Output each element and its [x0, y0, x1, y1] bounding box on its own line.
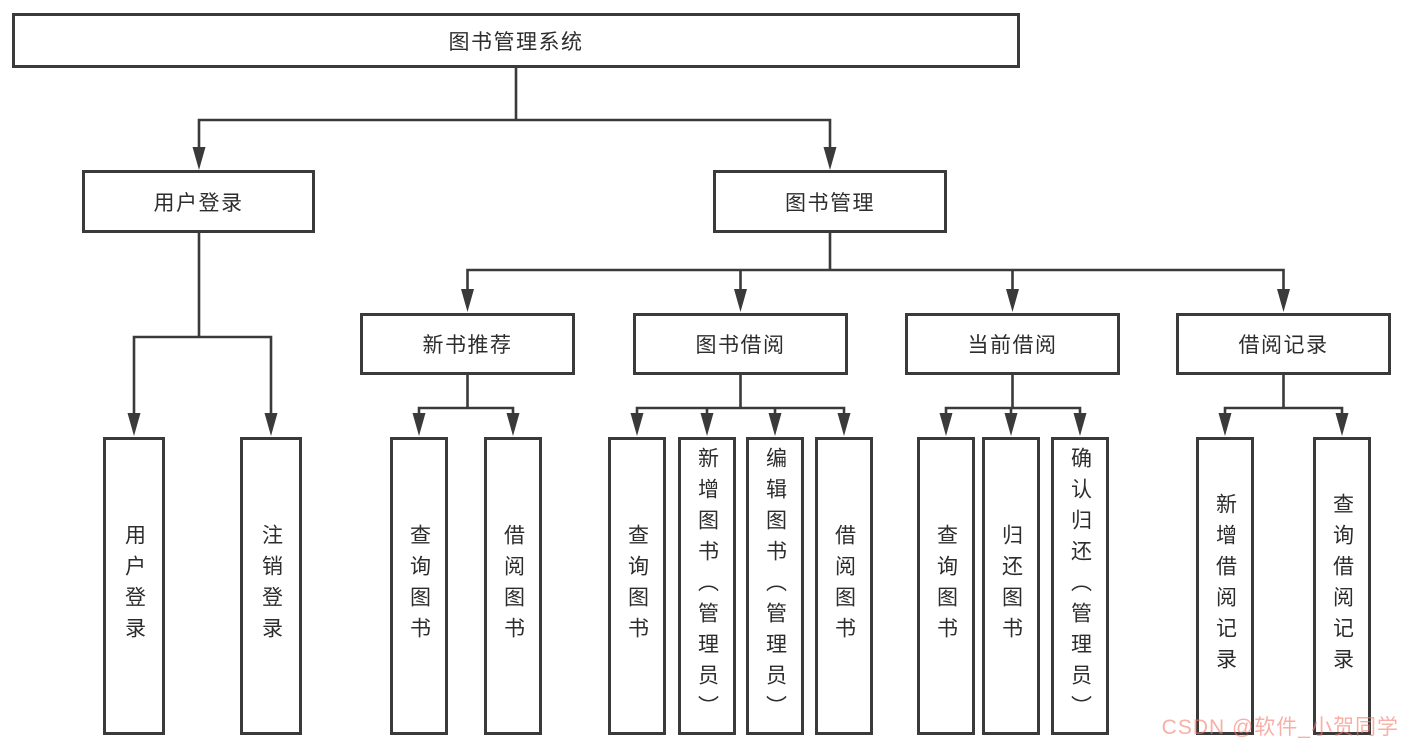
connector-book-borrow-group [630, 373, 851, 436]
leaf-add-borrow-record-label: 新增借阅记录 [1213, 493, 1237, 679]
leaf-confirm-return-admin-label: 确认归还（管理员） [1068, 446, 1092, 726]
leaf-borrow-books-recommend: 借阅图书 [484, 437, 542, 735]
connector-user-login-group [127, 231, 278, 436]
node-borrow-records-label: 借阅记录 [1238, 334, 1329, 357]
node-user-login-label: 用户登录 [153, 191, 244, 215]
leaf-logout-label: 注销登录 [259, 524, 283, 648]
leaf-add-book-admin-label: 新增图书（管理员） [695, 446, 719, 726]
leaf-edit-book-admin: 编辑图书（管理员） [746, 437, 804, 735]
leaf-query-books-recommend-label: 查询图书 [407, 524, 431, 648]
node-book-management: 图书管理 [713, 170, 947, 233]
connector-new-book-group [412, 373, 520, 436]
leaf-user-login: 用户登录 [103, 437, 165, 735]
leaf-query-borrow-record: 查询借阅记录 [1313, 437, 1371, 735]
leaf-query-borrow-record-label: 查询借阅记录 [1330, 493, 1354, 679]
leaf-return-book: 归还图书 [982, 437, 1040, 735]
leaf-return-book-label: 归还图书 [999, 524, 1023, 648]
connector-root-to-level2 [192, 66, 837, 170]
leaf-borrow-books-recommend-label: 借阅图书 [501, 524, 525, 648]
leaf-user-login-label: 用户登录 [122, 524, 146, 648]
leaf-query-books-current: 查询图书 [917, 437, 975, 735]
leaf-edit-book-admin-label: 编辑图书（管理员） [763, 446, 787, 726]
leaf-query-books-borrow: 查询图书 [608, 437, 666, 735]
leaf-borrow-books-label: 借阅图书 [832, 524, 856, 648]
node-user-login: 用户登录 [82, 170, 315, 233]
node-current-borrow: 当前借阅 [905, 313, 1120, 375]
node-book-borrow: 图书借阅 [633, 313, 848, 375]
leaf-logout: 注销登录 [240, 437, 302, 735]
leaf-query-books-borrow-label: 查询图书 [625, 524, 649, 648]
leaf-add-borrow-record: 新增借阅记录 [1196, 437, 1254, 735]
node-library-system: 图书管理系统 [12, 13, 1020, 68]
leaf-borrow-books: 借阅图书 [815, 437, 873, 735]
connector-borrow-records-group [1218, 373, 1349, 436]
node-current-borrow-label: 当前借阅 [967, 334, 1058, 357]
node-new-book-recommend: 新书推荐 [360, 313, 575, 375]
leaf-add-book-admin: 新增图书（管理员） [678, 437, 736, 735]
node-borrow-records: 借阅记录 [1176, 313, 1391, 375]
leaf-query-books-recommend: 查询图书 [390, 437, 448, 735]
node-book-borrow-label: 图书借阅 [695, 334, 786, 357]
node-book-management-label: 图书管理 [785, 191, 875, 215]
node-library-system-label: 图书管理系统 [448, 30, 584, 54]
connector-book-mgmt-to-level3 [461, 231, 1290, 312]
leaf-confirm-return-admin: 确认归还（管理员） [1051, 437, 1109, 735]
connector-current-borrow-group [939, 373, 1087, 436]
leaf-query-books-current-label: 查询图书 [934, 524, 958, 648]
node-new-book-recommend-label: 新书推荐 [422, 334, 513, 357]
